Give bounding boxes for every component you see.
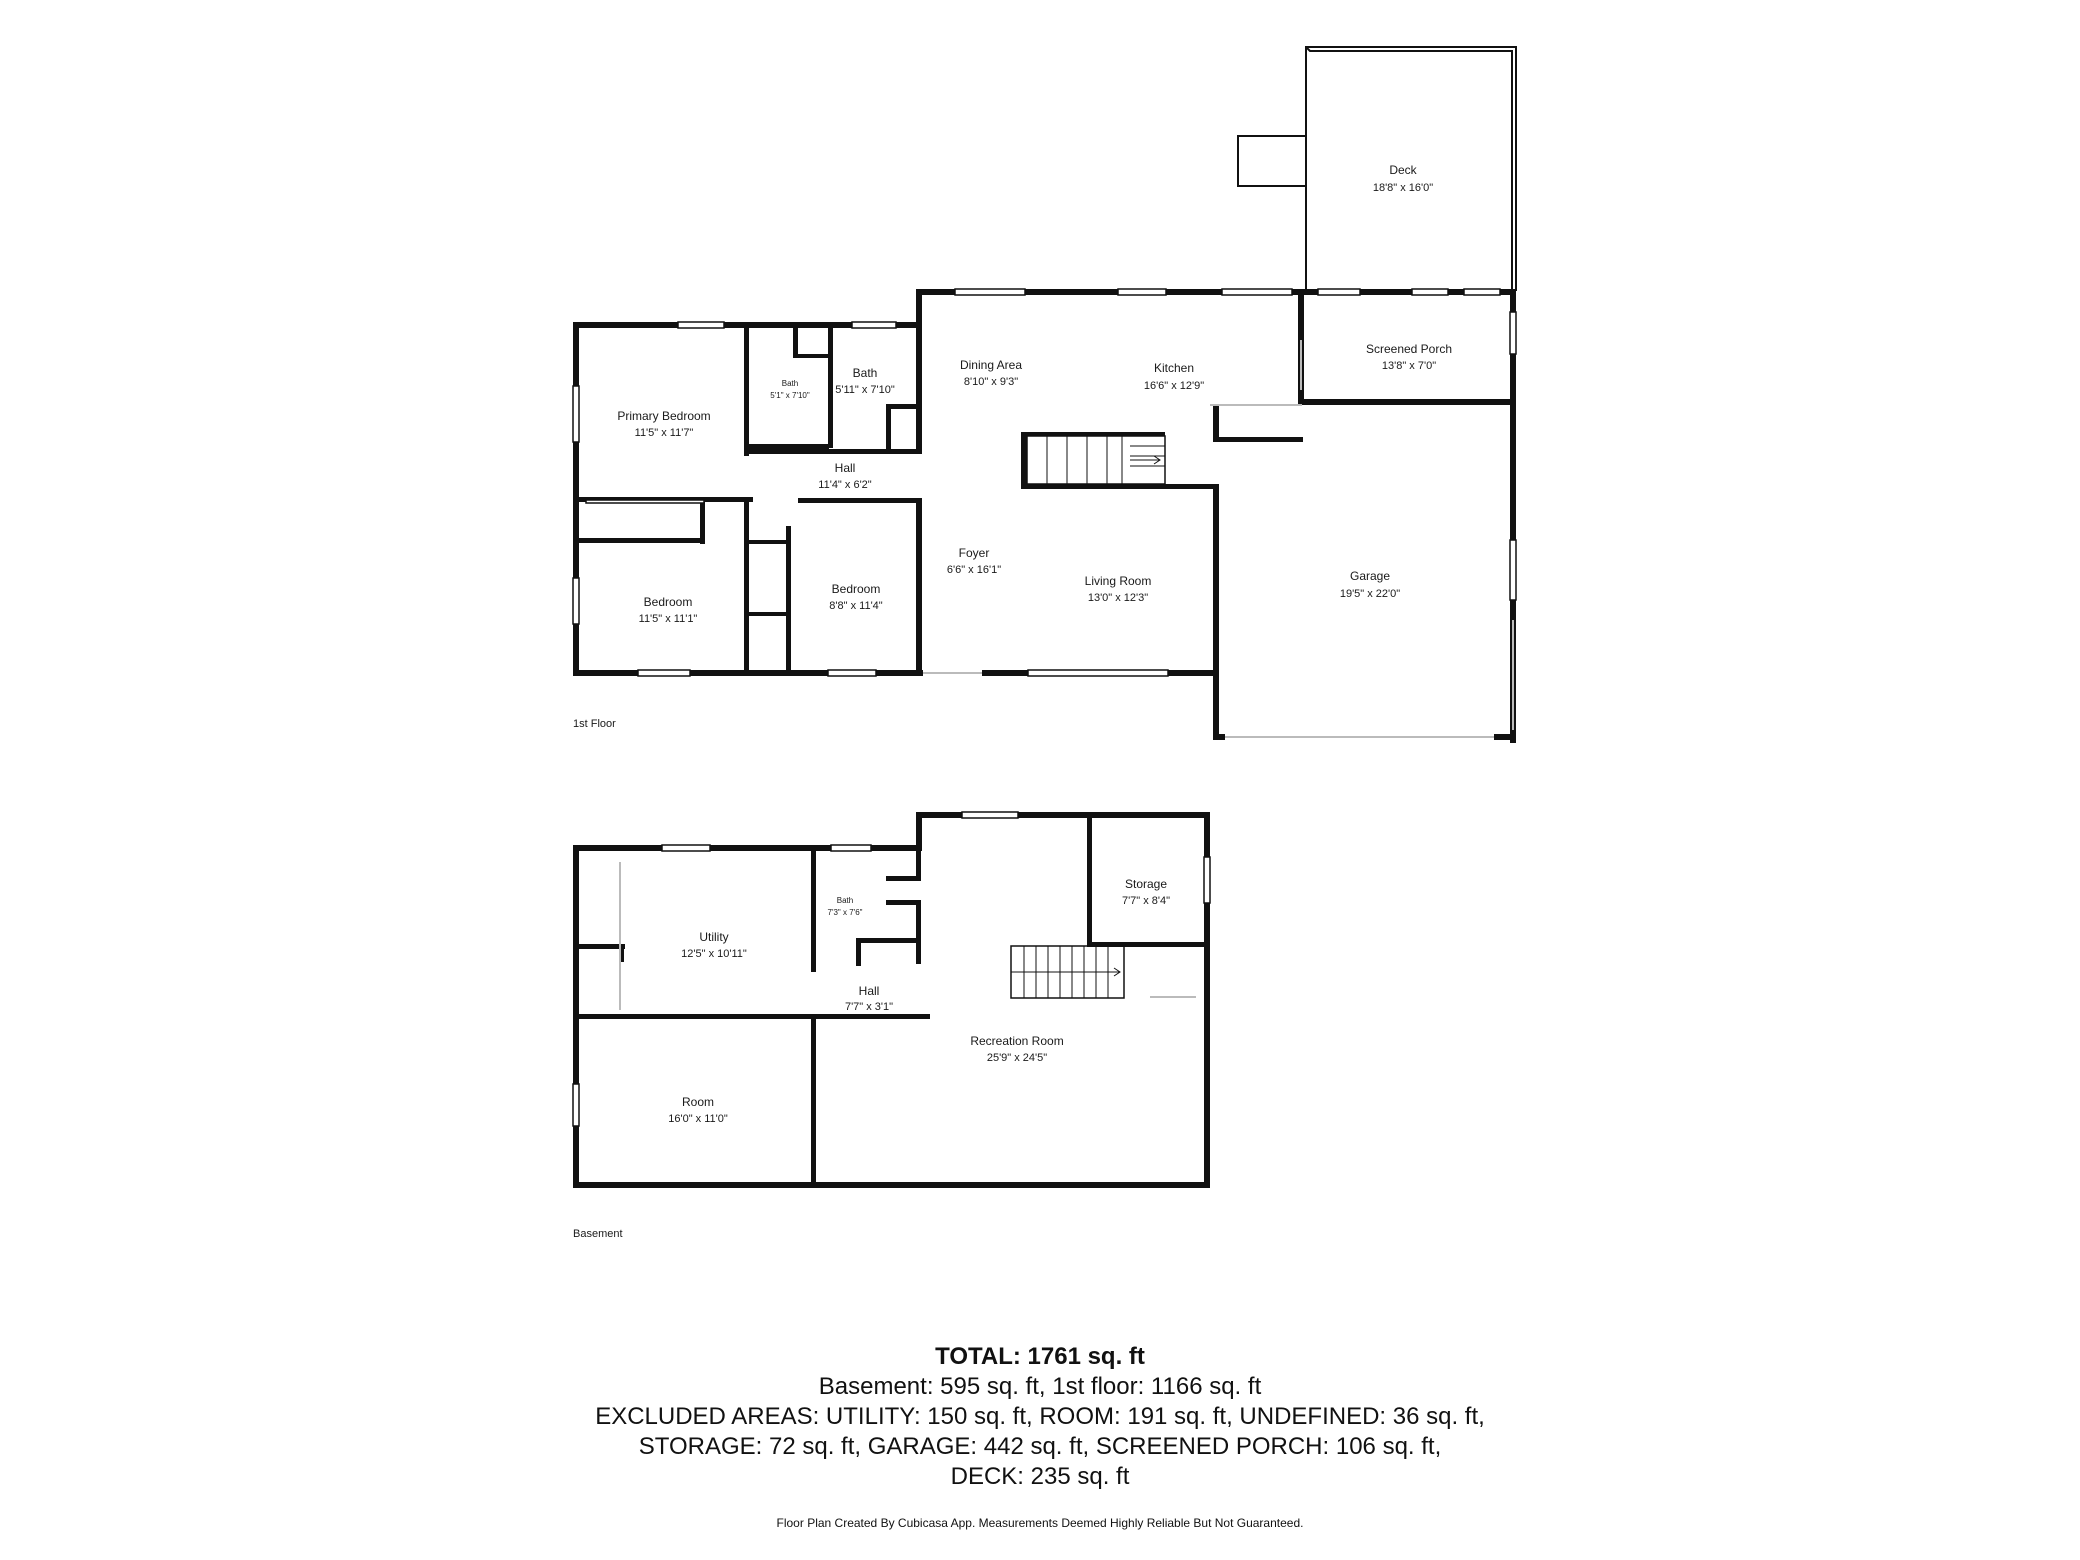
room-name-basement-hall: Hall	[859, 984, 880, 998]
room-name-storage: Storage	[1125, 877, 1167, 891]
first-floor-stairs	[1026, 435, 1166, 485]
room-name-utility: Utility	[699, 930, 728, 944]
room-dim-kitchen: 16'6" x 12'9"	[1144, 380, 1204, 392]
basement-labels: Utility 12'5" x 10'11" Bath 7'3" x 7'6" …	[573, 877, 1170, 1240]
room-dim-living: 13'0" x 12'3"	[1088, 592, 1148, 604]
room-name-primary-bedroom: Primary Bedroom	[617, 409, 710, 423]
room-dim-garage: 19'5" x 22'0"	[1340, 588, 1400, 600]
room-name-room: Room	[682, 1095, 714, 1109]
first-floor-plan: Deck 18'8" x 16'0" Dining Area 8'10" x 9…	[572, 46, 1517, 743]
room-name-bedroom-left: Bedroom	[644, 595, 693, 609]
room-dim-recreation: 25'9" x 24'5"	[987, 1052, 1047, 1064]
room-dim-bath-small: 5'1" x 7'10"	[770, 391, 810, 400]
room-dim-hall: 11'4" x 6'2"	[818, 479, 871, 491]
room-name-basement-bath: Bath	[837, 896, 853, 905]
first-floor-labels: Deck 18'8" x 16'0" Dining Area 8'10" x 9…	[573, 163, 1452, 730]
first-floor-openings	[923, 340, 1514, 738]
room-name-kitchen: Kitchen	[1154, 361, 1194, 375]
room-name-garage: Garage	[1350, 569, 1390, 583]
summary-line-1: Basement: 595 sq. ft, 1st floor: 1166 sq…	[818, 1373, 1262, 1400]
room-name-dining: Dining Area	[960, 358, 1022, 372]
room-dim-basement-hall: 7'7" x 3'1"	[845, 1001, 893, 1013]
room-name-foyer: Foyer	[959, 546, 990, 560]
room-dim-deck: 18'8" x 16'0"	[1373, 182, 1433, 194]
summary-line-3: STORAGE: 72 sq. ft, GARAGE: 442 sq. ft, …	[638, 1433, 1442, 1460]
room-dim-bedroom-left: 11'5" x 11'1"	[639, 613, 698, 625]
room-name-bedroom-mid: Bedroom	[832, 582, 881, 596]
room-dim-dining: 8'10" x 9'3"	[964, 376, 1018, 388]
basement-stairs	[1010, 945, 1125, 999]
floor-label-first: 1st Floor	[573, 718, 616, 730]
room-name-screened-porch: Screened Porch	[1366, 342, 1452, 356]
room-name-bath: Bath	[853, 366, 878, 380]
room-dim-bedroom-mid: 8'8" x 11'4"	[829, 600, 882, 612]
first-floor-walls	[573, 289, 1516, 743]
area-summary: TOTAL: 1761 sq. ft Basement: 595 sq. ft,…	[0, 1342, 2080, 1492]
room-dim-utility: 12'5" x 10'11"	[681, 948, 747, 960]
room-dim-foyer: 6'6" x 16'1"	[947, 564, 1001, 576]
summary-total: TOTAL: 1761 sq. ft	[935, 1343, 1145, 1370]
basement-windows	[572, 811, 1211, 1127]
room-dim-bath: 5'11" x 7'10"	[835, 384, 895, 396]
room-dim-primary-bedroom: 11'5" x 11'7"	[635, 427, 694, 439]
basement-stair-arrow-icon	[1011, 967, 1121, 977]
room-name-deck: Deck	[1389, 163, 1417, 177]
deck-outline	[1237, 46, 1517, 291]
room-dim-storage: 7'7" x 8'4"	[1122, 895, 1170, 907]
room-name-hall: Hall	[835, 461, 856, 475]
basement-plan: Utility 12'5" x 10'11" Bath 7'3" x 7'6" …	[572, 811, 1211, 1240]
floor-label-basement: Basement	[573, 1228, 623, 1240]
summary-line-2: EXCLUDED AREAS: UTILITY: 150 sq. ft, ROO…	[595, 1403, 1485, 1430]
stair-arrow-icon	[1130, 455, 1161, 465]
summary-line-4: DECK: 235 sq. ft	[950, 1463, 1130, 1490]
first-floor-windows	[572, 288, 1517, 677]
room-dim-basement-bath: 7'3" x 7'6"	[828, 908, 863, 917]
room-name-recreation: Recreation Room	[970, 1034, 1063, 1048]
room-name-bath-small: Bath	[782, 379, 798, 388]
room-dim-room: 16'0" x 11'0"	[668, 1113, 728, 1125]
room-name-living: Living Room	[1085, 574, 1152, 588]
disclaimer-footer: Floor Plan Created By Cubicasa App. Meas…	[776, 1516, 1304, 1530]
basement-walls	[573, 812, 1210, 1188]
room-dim-screened-porch: 13'8" x 7'0"	[1382, 360, 1436, 372]
